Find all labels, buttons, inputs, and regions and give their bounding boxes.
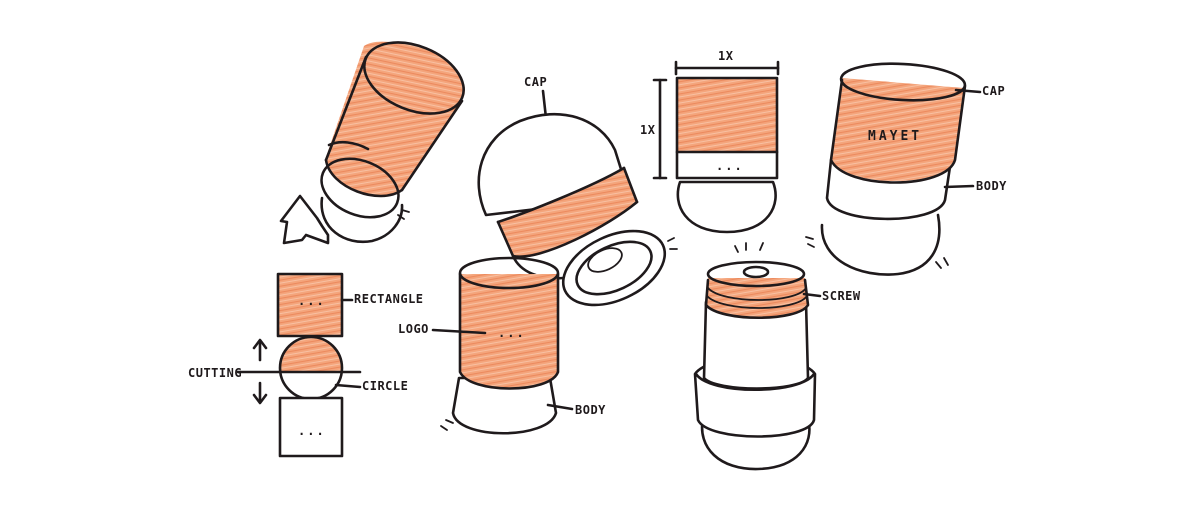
rectangle-label: RECTANGLE [354, 292, 424, 306]
brand-mayet-text: MAYET [868, 129, 922, 144]
mayet-cylinder-sketch: MAYET CAP BODY [805, 62, 1007, 276]
svg-text:...: ... [298, 294, 326, 308]
tilted-container-sketch [279, 41, 465, 245]
down-left-arrow-icon [279, 194, 330, 245]
screw-cap-sketch: SCREW [693, 242, 861, 471]
logo-cylinder-sketch: ... LOGO BODY [398, 256, 606, 435]
logo-dots: ... [498, 326, 526, 340]
body-label-right: BODY [976, 179, 1007, 193]
cap-label-top: CAP [524, 75, 547, 89]
cutting-label: CUTTING [188, 366, 242, 380]
dim-height-label: 1X [640, 123, 656, 137]
body-label-mid: BODY [575, 403, 606, 417]
circle-label: CIRCLE [362, 379, 408, 393]
svg-text:...: ... [298, 424, 326, 438]
proportion-sketch: 1X 1X ... [640, 49, 780, 234]
large-tilted-cap-sketch: CAP [477, 75, 678, 307]
dim-width-label: 1X [718, 49, 734, 63]
svg-text:...: ... [716, 159, 744, 173]
screw-label: SCREW [822, 289, 861, 303]
cap-label-right: CAP [982, 84, 1005, 98]
logo-label: LOGO [398, 322, 429, 336]
shape-breakdown-sketch: ... RECTANGLE CUTTING CIRCLE ... [188, 272, 424, 458]
